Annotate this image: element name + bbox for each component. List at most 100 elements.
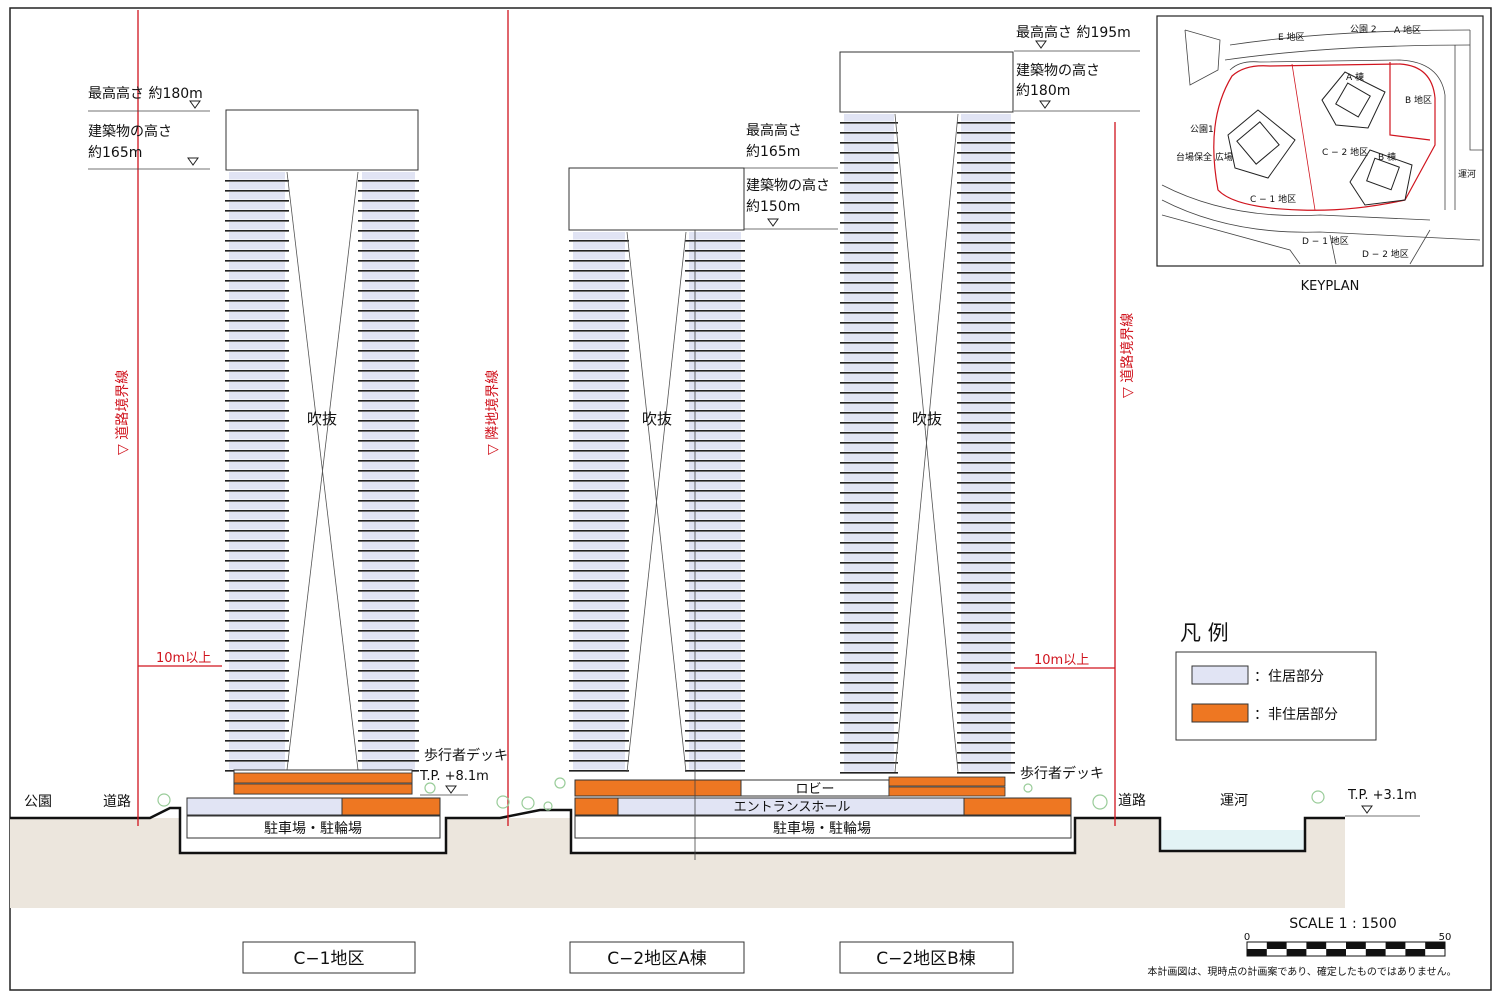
floor-band <box>362 182 415 190</box>
floor-band <box>573 702 625 710</box>
keyplan-label-c2: C − 2 地区 <box>1322 146 1368 158</box>
tree-icon <box>521 796 535 810</box>
floor-band <box>844 644 894 652</box>
keyplan-labels: E 地区 公園 2 A 地区 A 棟 B 地区 公園1 台場保全 広場 C − … <box>1176 24 1476 260</box>
floor-band <box>362 452 415 460</box>
c1-void-line <box>286 171 359 771</box>
floor-band <box>573 652 625 660</box>
c2b-tower: 吹抜 <box>839 51 1015 774</box>
floor-band <box>844 554 894 562</box>
floor-band <box>362 522 415 530</box>
keyplan-buildings <box>1227 71 1413 206</box>
floor-band <box>362 542 415 550</box>
floor-band <box>229 492 285 500</box>
c2a-tower: 吹抜 <box>568 167 745 773</box>
floor-band <box>844 234 894 242</box>
floor-band <box>362 432 415 440</box>
floor-band <box>362 232 415 240</box>
floor-band <box>961 574 1011 582</box>
floor-band <box>844 734 894 742</box>
floor-band <box>961 354 1011 362</box>
floor-band <box>844 124 894 132</box>
keyplan-site-boundary <box>1389 62 1431 141</box>
floor-band <box>362 622 415 630</box>
floor-band <box>689 412 741 420</box>
floor-band <box>961 364 1011 372</box>
floor-band <box>961 394 1011 402</box>
floor-band <box>844 324 894 332</box>
keyplan-site-boundary <box>1291 63 1316 211</box>
scale-segment <box>1425 942 1445 949</box>
floor-band <box>573 622 625 630</box>
floor-band <box>362 212 415 220</box>
floor-band <box>229 332 285 340</box>
floor-band <box>573 492 625 500</box>
level-mark-icon <box>445 785 457 794</box>
floor-band <box>844 514 894 522</box>
floor-band <box>573 572 625 580</box>
floor-band <box>229 752 285 760</box>
floor-band <box>961 684 1011 692</box>
floor-band <box>362 422 415 430</box>
floor-band <box>362 322 415 330</box>
floor-band <box>961 404 1011 412</box>
floor-band <box>689 462 741 470</box>
floor-band <box>229 682 285 690</box>
floor-band <box>961 724 1011 732</box>
c1-zone-label: C−1地区 <box>294 949 365 969</box>
legend-residential: ：住居部分 <box>1254 669 1324 685</box>
floor-band <box>229 542 285 550</box>
floor-band <box>229 182 285 190</box>
floor-band <box>362 502 415 510</box>
tree-icon <box>424 782 436 794</box>
floor-band <box>844 564 894 572</box>
floor-band <box>362 602 415 610</box>
floor-band <box>689 652 741 660</box>
road-boundary-right-label: ▽ 道路境界線 <box>1120 313 1136 398</box>
floor-band <box>229 552 285 560</box>
c2-parking-label: 駐車場・駐輪場 <box>773 820 871 837</box>
floor-band <box>573 502 625 510</box>
floor-band <box>573 312 625 320</box>
floor-band <box>362 412 415 420</box>
c2a-bldg-height-1: 建築物の高さ <box>746 177 830 194</box>
canal-label: 運河 <box>1220 793 1248 809</box>
floor-band <box>689 392 741 400</box>
c2b-floors-left <box>840 114 898 774</box>
legend-non-residential: ：非住居部分 <box>1254 707 1338 723</box>
floor-band <box>573 612 625 620</box>
scale-segment <box>1286 949 1307 956</box>
floor-band <box>229 222 285 230</box>
floor-band <box>573 752 625 760</box>
floor-band <box>844 214 894 222</box>
tree-icon <box>1023 783 1033 793</box>
floor-band <box>689 502 741 510</box>
scale-segment <box>1247 949 1267 956</box>
floor-band <box>229 312 285 320</box>
c2b-void-line <box>894 113 959 773</box>
floor-band <box>961 304 1011 312</box>
floor-band <box>844 194 894 202</box>
level-mark-icon <box>187 157 199 166</box>
floor-band <box>229 612 285 620</box>
floor-band <box>689 642 741 650</box>
floor-band <box>689 302 741 310</box>
floor-band <box>844 414 894 422</box>
floor-band <box>573 272 625 280</box>
floor-band <box>229 482 285 490</box>
neighbor-boundary-label: ▽ 隣地境界線 <box>485 370 501 455</box>
floor-band <box>844 114 894 122</box>
c2b-void-label: 吹抜 <box>912 410 942 428</box>
floor-band <box>573 342 625 350</box>
floor-band <box>689 382 741 390</box>
floor-band <box>573 332 625 340</box>
floor-band <box>229 412 285 420</box>
floor-band <box>573 322 625 330</box>
floor-band <box>573 552 625 560</box>
floor-band <box>573 462 625 470</box>
road-boundary-left-label: ▽ 道路境界線 <box>115 370 131 455</box>
c1-height-notes: 最高高さ 約180m 建築物の高さ 約165m <box>88 85 210 170</box>
floor-band <box>229 512 285 520</box>
floor-band <box>362 702 415 710</box>
floor-band <box>844 224 894 232</box>
